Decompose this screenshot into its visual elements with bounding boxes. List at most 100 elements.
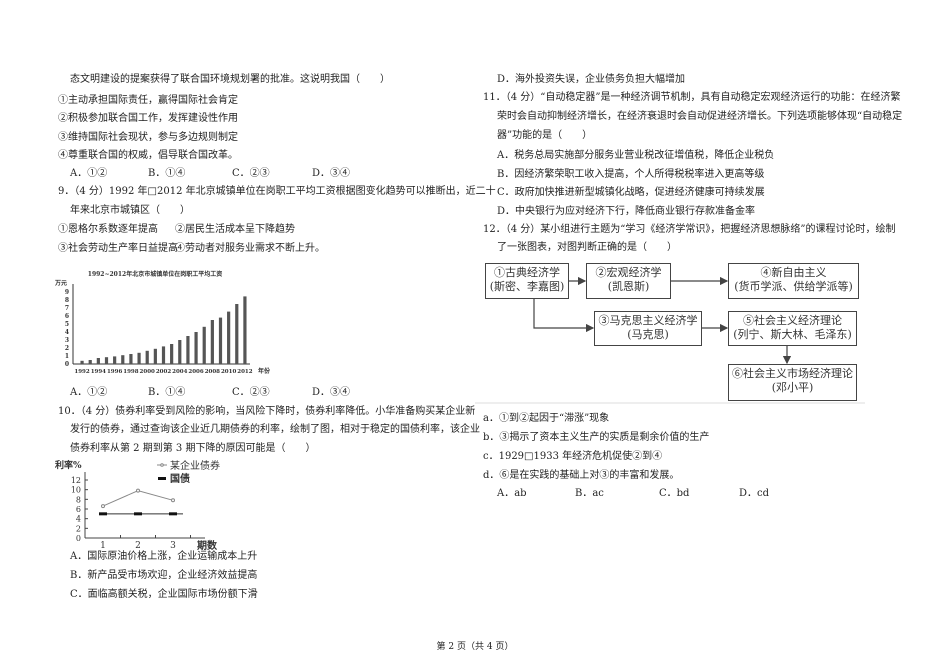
q9-stem-cont: 年来北京市城镇区（ ） xyxy=(70,205,190,216)
bar-1995 xyxy=(104,357,109,364)
x-tick-label: 1996 xyxy=(107,369,122,375)
page-footer: 第 2 页（共 4 页） xyxy=(436,642,514,652)
x-tick-label: 1 xyxy=(100,541,106,550)
box-sub: (列宁、斯大林、毛泽东) xyxy=(733,328,852,341)
q12-statement-b: b．③揭示了资本主义生产的实质是剩余价值的生产 xyxy=(483,432,710,443)
bar-2009 xyxy=(218,317,223,364)
q11-option-d: D．中央银行为应对经济下行，降低商业银行存款准备金率 xyxy=(497,206,756,217)
q8-item: ②积极参加联合国工作，发挥建设性作用 xyxy=(58,113,238,124)
x-tick-label: 2008 xyxy=(205,369,220,375)
bar-2004 xyxy=(178,340,182,364)
q12-statement-c: c．1929□1933 年经济危机促使②到④ xyxy=(483,451,663,462)
legend-label-gov-bond: 国债 xyxy=(170,472,190,485)
point-gov-bond xyxy=(134,512,142,516)
q9-item: ④劳动者对服务业需求不断上升。 xyxy=(175,243,325,254)
y-tick-label: 0 xyxy=(65,361,69,368)
box-socialist-market-economy-theory: ⑥社会主义市场经济理论(邓小平) xyxy=(728,364,857,401)
q12-statement-d: d．⑥是在实践的基础上对③的丰富和发展。 xyxy=(483,470,680,481)
q12-stem-cont: 了一张图表，对图判断正确的是（ ） xyxy=(497,242,677,253)
x-tick-label: 1994 xyxy=(91,369,106,375)
bar-2008 xyxy=(210,320,214,364)
q10-option-b: B．新产品受市场欢迎，企业经济效益提高 xyxy=(70,570,258,581)
q8-continuation: 态文明建设的提案获得了联合国环境规划署的批准。这说明我国（ ） xyxy=(70,74,390,85)
q10-stem-cont: 债券利率从第 2 期到第 3 期下降的原因可能是（ ） xyxy=(70,443,316,454)
q9-option-b: B．①④ xyxy=(148,387,186,398)
bar-1993 xyxy=(88,360,92,364)
q8-option-b: B．①④ xyxy=(148,168,186,179)
x-tick-label: 2000 xyxy=(140,369,155,375)
q12-stem: 12．（4 分）某小组进行主题为“学习《经济学常识》，把握经济思想脉络”的课程讨… xyxy=(483,224,896,235)
bar-1999 xyxy=(137,352,141,364)
q10-option-a: A．国际原油价格上涨，企业运输成本上升 xyxy=(70,551,258,562)
bar-2011 xyxy=(235,304,239,364)
q10-option-c: C．面临高额关税，企业国际市场份额下滑 xyxy=(70,589,258,600)
box-sub: (货币学派、供给学派等) xyxy=(734,280,853,293)
bar-2000 xyxy=(145,350,149,364)
q11-stem: 11．（4 分）“自动稳定器”是一种经济调节机制，具有自动稳定宏观经济运行的功能… xyxy=(483,92,901,103)
box-title: ③马克思主义经济学 xyxy=(598,314,698,327)
q12-option-d: D．cd xyxy=(739,488,770,499)
box-marxist-economics: ③马克思主义经济学(马克思) xyxy=(594,311,702,346)
bar-2007 xyxy=(202,326,206,364)
y-tick-label: 9 xyxy=(65,289,69,296)
q12-statement-a: a．①到②起因于“滞涨”现象 xyxy=(483,413,610,424)
box-title: ②宏观经济学 xyxy=(595,266,662,279)
point-gov-bond xyxy=(99,512,107,516)
y-tick-label: 6 xyxy=(76,505,81,514)
legend-label-company-bond: 某企业债券 xyxy=(170,459,220,472)
q9-option-c: C．②③ xyxy=(232,387,270,398)
box-sub: (斯密、李嘉图) xyxy=(489,280,565,293)
q8-option-d: D．③④ xyxy=(312,168,351,179)
arrow-1-to-3 xyxy=(533,298,595,333)
point-company-bond xyxy=(101,504,105,509)
box-macroeconomics: ②宏观经济学(凯恩斯) xyxy=(586,263,671,299)
q9-item: ①恩格尔系数逐年提高 xyxy=(58,224,158,235)
bar-2010 xyxy=(227,311,231,364)
legend-swatch-gov-bond xyxy=(158,477,166,480)
y-tick-label: 4 xyxy=(76,515,81,524)
y-tick-label: 10 xyxy=(71,486,81,495)
q12-option-a: A．ab xyxy=(497,488,527,499)
box-sub: (邓小平) xyxy=(771,381,814,394)
y-tick-label: 0 xyxy=(76,534,81,543)
bar-1992 xyxy=(80,360,84,364)
x-tick-label: 2006 xyxy=(188,369,203,375)
q9-stem: 9．（4 分）1992 年□2012 年北京城镇单位在岗职工平均工资根据图变化趋… xyxy=(58,186,496,197)
y-tick-label: 2 xyxy=(76,524,81,533)
bar-1997 xyxy=(121,355,125,364)
box-title: ④新自由主义 xyxy=(760,266,827,279)
y-tick-label: 7 xyxy=(65,305,69,312)
q12-option-c: C．bd xyxy=(659,488,690,499)
q11-option-b: B．因经济繁荣职工收入提高，个人所得税税率进入更高等级 xyxy=(497,169,765,180)
q11-stem-cont: 荣时会自动抑制经济增长，在经济衰退时会自动促进经济增长。下列选项能够体现“自动稳… xyxy=(497,111,903,122)
q11-option-c: C．政府加快推进新型城镇化战略，促进经济健康可持续发展 xyxy=(497,187,765,198)
q11-stem-cont: 器”功能的是（ ） xyxy=(497,130,593,141)
bar-2002 xyxy=(161,346,166,364)
q9-item: ②居民生活成本呈下降趋势 xyxy=(175,224,295,235)
bar-2001 xyxy=(153,348,157,364)
point-gov-bond xyxy=(169,512,177,516)
q11-option-a: A．税务总局实施部分服务业营业税改征增值税，降低企业税负 xyxy=(497,150,775,161)
bar-1998 xyxy=(129,354,133,364)
y-tick-label: 4 xyxy=(65,329,69,336)
bar-2012 xyxy=(243,296,247,364)
q8-item: ①主动承担国际责任，赢得国际社会肯定 xyxy=(58,95,238,106)
y-tick-label: 3 xyxy=(65,337,69,344)
q10-stem-cont: 发行的债券，通过查询该企业近几期债券的利率，绘制了图，相对于稳定的国债利率，该企… xyxy=(70,424,480,435)
y-tick-label: 12 xyxy=(71,476,81,485)
y-tick-label: 5 xyxy=(65,321,69,328)
x-axis-label: 期数 xyxy=(197,539,218,550)
y-tick-label: 8 xyxy=(65,297,69,304)
bar-2006 xyxy=(194,332,198,364)
box-title: ⑤社会主义经济理论 xyxy=(743,314,842,327)
q10-stem: 10．（4 分）债券利率受到风险的影响，当风险下降时，债券利率降低。小华准备购买… xyxy=(58,406,476,417)
bar-2005 xyxy=(186,336,190,364)
q9-option-d: D．③④ xyxy=(312,387,351,398)
x-tick-label: 2010 xyxy=(221,369,236,375)
y-tick-label: 8 xyxy=(76,495,81,504)
q8-item: ③维持国际社会现状，参与多边规则制定 xyxy=(58,132,238,143)
box-title: ⑥社会主义市场经济理论 xyxy=(732,367,853,380)
y-axis-label: 万元 xyxy=(55,280,67,287)
